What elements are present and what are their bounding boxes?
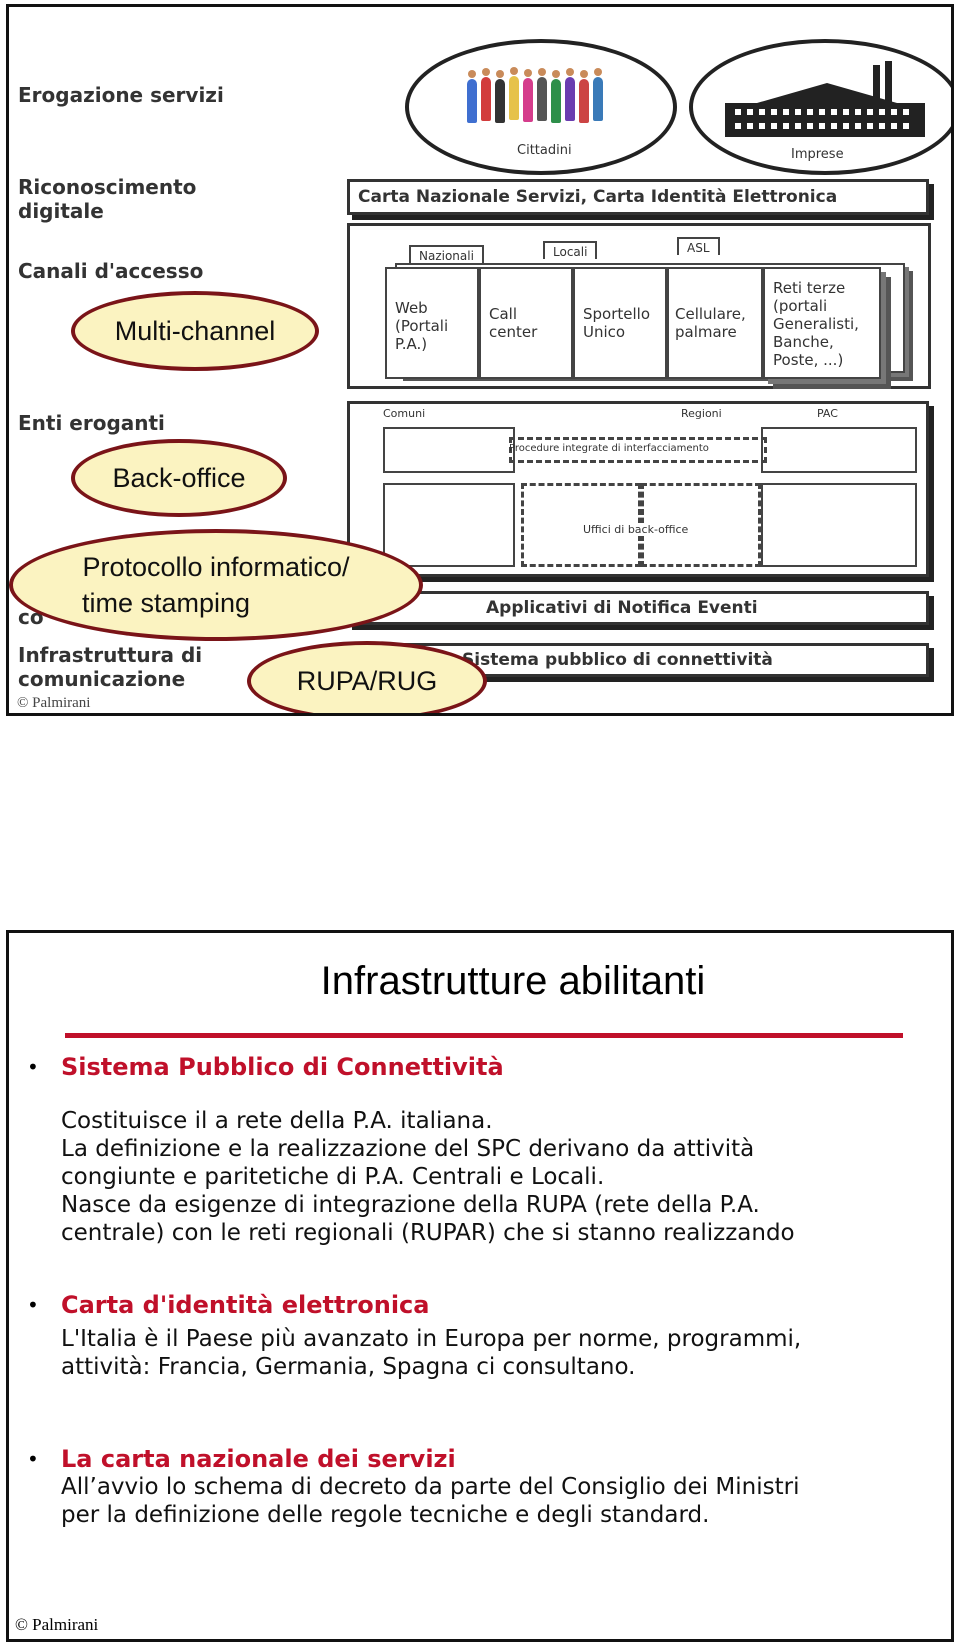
person-head-icon: [566, 68, 574, 76]
label-erogazione-servizi: Erogazione servizi: [18, 83, 224, 107]
slide1-footer: © Palmirani: [17, 695, 91, 711]
text-slide: Infrastrutture abilitanti • Sistema Pubb…: [6, 930, 954, 1642]
cittadini-caption: Cittadini: [517, 143, 572, 158]
person-icon: [593, 77, 603, 121]
slide-title: Infrastrutture abilitanti: [320, 959, 706, 1003]
enti-regioni: Regioni: [681, 407, 722, 420]
procedure-dashed-box: [509, 437, 767, 463]
label-enti-eroganti: Enti eroganti: [18, 411, 165, 435]
label-canali-accesso: Canali d'accesso: [18, 259, 204, 283]
comuni-box: [383, 427, 515, 473]
callout-multichannel: Multi-channel: [71, 291, 319, 371]
person-icon: [509, 76, 519, 120]
callout-rupa: RUPA/RUG: [247, 641, 487, 713]
section-spc-line4: Nasce da esigenze di integrazione della …: [61, 1192, 760, 1218]
person-icon: [481, 77, 491, 121]
tab-asl: ASL: [677, 237, 720, 255]
section-cns-heading: La carta nazionale dei servizi: [61, 1445, 456, 1473]
channel-sportello-box: Sportello Unico: [573, 267, 667, 379]
person-head-icon: [524, 69, 532, 77]
imprese-caption: Imprese: [791, 147, 844, 162]
callout-backoffice: Back-office: [71, 439, 287, 517]
slide-footer: © Palmirani: [15, 1615, 99, 1634]
pac-box: [761, 427, 917, 473]
section-spc-line5: centrale) con le reti regionali (RUPAR) …: [61, 1220, 795, 1246]
bullet-icon: •: [27, 1293, 39, 1317]
imprese-oval: Imprese: [689, 39, 951, 175]
channel-callcenter-box: Call center: [479, 267, 573, 379]
person-head-icon: [496, 70, 504, 78]
person-icon: [495, 79, 505, 123]
section-cie-line1: L'Italia è il Paese più avanzato in Euro…: [61, 1326, 802, 1352]
notifica-box: Applicativi di Notifica Eventi: [347, 591, 929, 625]
channel-callcenter: Call center: [489, 305, 538, 341]
label-infrastruttura-2: comunicazione: [18, 667, 186, 691]
bullet-icon: •: [27, 1055, 39, 1079]
tab-nazionali: Nazionali: [409, 245, 484, 263]
diagram-slide: Erogazione servizi Riconoscimento digita…: [6, 4, 954, 716]
section-spc-line3: congiunte e paritetiche di P.A. Centrali…: [61, 1164, 605, 1190]
channel-reti-terze: Reti terze (portali Generalisti, Banche,…: [773, 279, 859, 369]
callout-rupa-text: RUPA/RUG: [296, 666, 438, 696]
person-icon: [579, 79, 589, 123]
section-cns-line2: per la definizione delle regole tecniche…: [61, 1502, 710, 1528]
callout-protocollo: Protocollo informatico/ time stamping: [9, 529, 423, 641]
channel-cellulare: Cellulare, palmare: [675, 305, 746, 341]
enti-comuni: Comuni: [383, 407, 426, 420]
channel-cellulare-box: Cellulare, palmare: [667, 267, 763, 379]
section-spc-line1: Costituisce il a rete della P.A. italian…: [61, 1108, 493, 1134]
procedure-label: Procedure integrate di interfacciamento: [509, 443, 709, 454]
callout-protocollo-line1: Protocollo informatico/: [82, 552, 350, 582]
person-icon: [467, 79, 477, 123]
person-icon: [523, 78, 533, 122]
channel-reti-box: Reti terze (portali Generalisti, Banche,…: [763, 267, 881, 379]
person-head-icon: [594, 68, 602, 76]
carta-servizi-box: Carta Nazionale Servizi, Carta Identità …: [347, 179, 929, 215]
section-spc-heading: Sistema Pubblico di Connettività: [61, 1053, 504, 1081]
section-spc-line2: La definizione e la realizzazione del SP…: [61, 1136, 755, 1162]
section-cie-line2: attività: Francia, Germania, Spagna ci c…: [61, 1354, 636, 1380]
section-cns-line1: All’avvio lo schema di decreto da parte …: [61, 1474, 800, 1500]
person-head-icon: [510, 67, 518, 75]
person-icon: [537, 77, 547, 121]
channel-web-box: Web (Portali P.A.): [385, 267, 479, 379]
tab-locali: Locali: [543, 241, 598, 259]
bullet-icon: •: [27, 1447, 39, 1471]
person-head-icon: [552, 70, 560, 78]
carta-servizi-text: Carta Nazionale Servizi, Carta Identità …: [358, 187, 838, 207]
person-head-icon: [580, 70, 588, 78]
title-underline: [65, 1033, 903, 1038]
connettivita-text: Sistema pubblico di connettività: [462, 650, 773, 670]
person-head-icon: [468, 70, 476, 78]
comuni-box-2: [383, 483, 515, 567]
label-riconoscimento-1: Riconoscimento: [18, 175, 197, 199]
factory-icon: [725, 61, 925, 137]
connettivita-box: Sistema pubblico di connettività: [347, 643, 929, 677]
channel-web: Web (Portali P.A.): [395, 299, 449, 353]
person-head-icon: [482, 68, 490, 76]
backoffice-label: Uffici di back-office: [583, 523, 689, 536]
person-icon: [551, 79, 561, 123]
notifica-text: Applicativi di Notifica Eventi: [486, 598, 758, 618]
enti-pac: PAC: [817, 407, 838, 420]
label-infrastruttura-1: Infrastruttura di: [18, 643, 203, 667]
section-cie-heading: Carta d'identità elettronica: [61, 1291, 430, 1319]
cittadini-oval: Cittadini: [405, 39, 677, 175]
channel-sportello: Sportello Unico: [583, 305, 651, 341]
person-head-icon: [538, 68, 546, 76]
callout-protocollo-line2: time stamping: [81, 588, 251, 618]
label-riconoscimento-2: digitale: [18, 199, 104, 223]
callout-multichannel-text: Multi-channel: [114, 316, 276, 346]
pac-box-2: [761, 483, 917, 567]
callout-backoffice-text: Back-office: [112, 463, 246, 493]
person-icon: [565, 77, 575, 121]
